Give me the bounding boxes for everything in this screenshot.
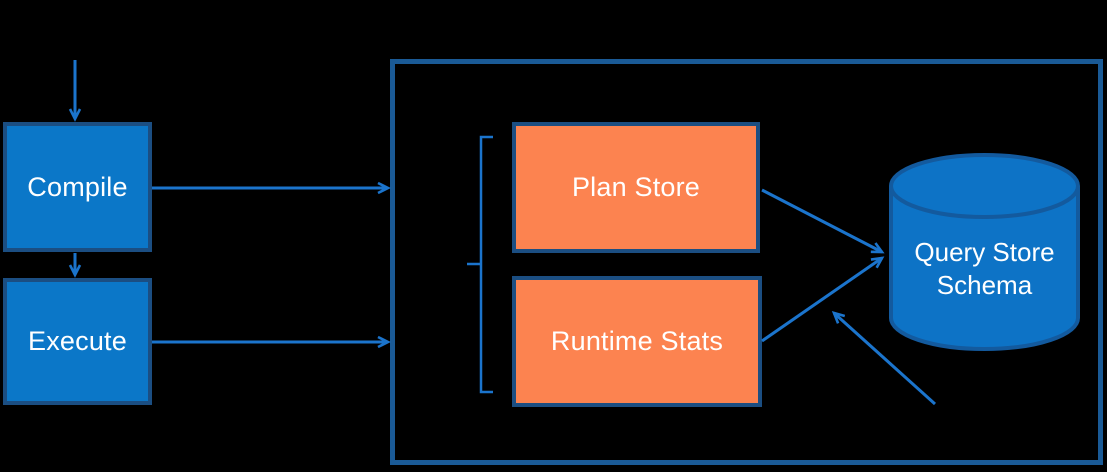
compile-node-label: Compile xyxy=(27,171,128,202)
compile-node: Compile xyxy=(3,122,152,252)
query-store-schema-label-line1: Query Store xyxy=(914,237,1055,267)
plan-store-node-label: Plan Store xyxy=(571,172,701,202)
plan-store-node: Plan Store xyxy=(512,122,760,253)
query-store-schema-label-line2: Schema xyxy=(936,270,1033,300)
query-store-container-box xyxy=(390,59,1103,465)
execute-node-label: Execute xyxy=(28,326,127,356)
runtime-stats-node-label: Runtime Stats xyxy=(550,326,724,356)
query-store-schema-node: Query Store Schema xyxy=(889,236,1080,302)
runtime-stats-node: Runtime Stats xyxy=(512,276,762,407)
execute-node: Execute xyxy=(3,278,152,405)
